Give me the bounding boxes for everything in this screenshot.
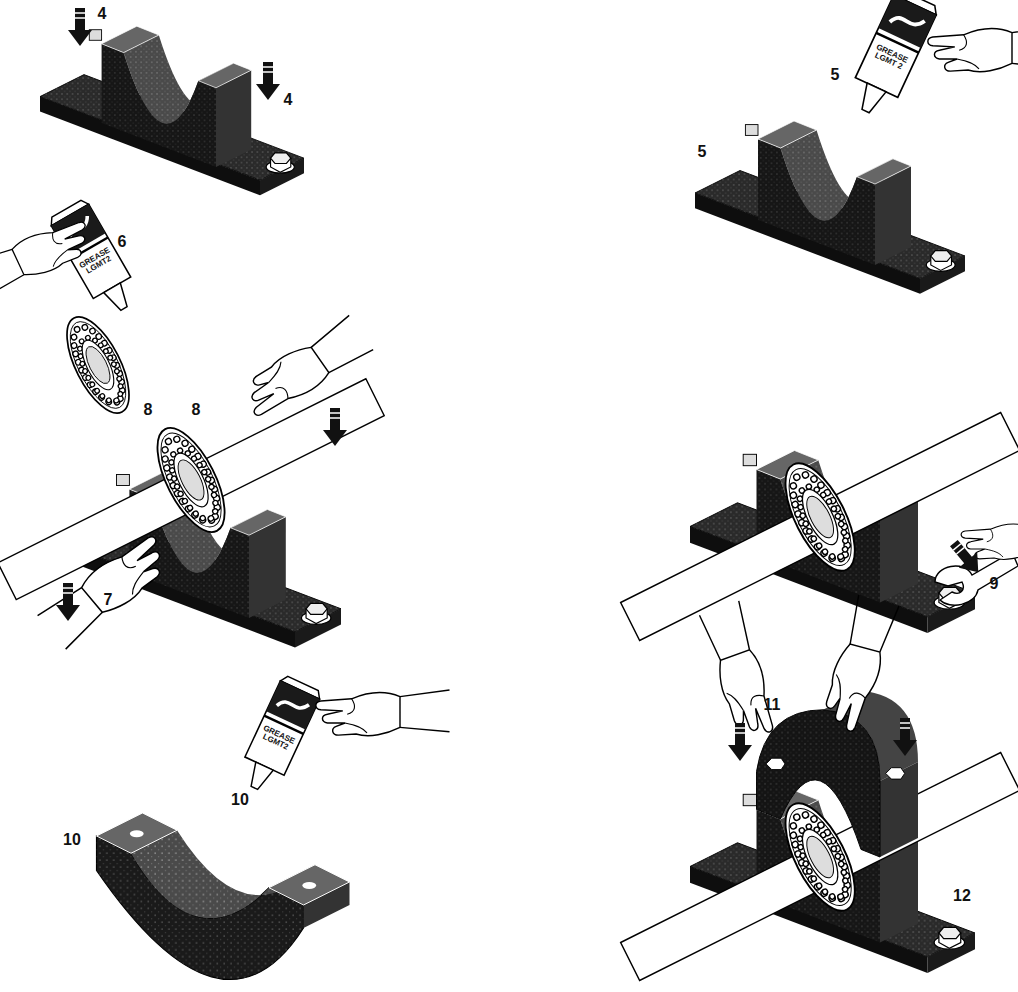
turn-arrow bbox=[945, 535, 988, 580]
housing-cap bbox=[97, 813, 350, 980]
callout-number: 9 bbox=[990, 575, 999, 593]
hand bbox=[316, 690, 450, 736]
callout-number: 8 bbox=[192, 401, 201, 419]
callout-number: 7 bbox=[104, 591, 113, 609]
push-arrow bbox=[893, 718, 917, 756]
callout-number: 10 bbox=[231, 791, 249, 809]
hand bbox=[0, 212, 96, 301]
callout-number: 10 bbox=[63, 831, 81, 849]
callout-number: 12 bbox=[953, 887, 971, 905]
shaft-in-housing bbox=[621, 413, 1018, 641]
callout-number: 11 bbox=[764, 696, 781, 714]
product-label: GREASE LGMT2 bbox=[258, 724, 296, 754]
product-label: GREASE LGMT 2 bbox=[871, 43, 909, 73]
product-label: GREASE LGMT2 bbox=[78, 246, 116, 278]
hand bbox=[820, 594, 899, 735]
push-arrow bbox=[728, 723, 752, 761]
cap-on-housing bbox=[621, 691, 1018, 981]
callout-number: 6 bbox=[118, 233, 127, 251]
push-arrow bbox=[256, 62, 280, 100]
housing-base bbox=[695, 121, 965, 294]
hand bbox=[961, 522, 1018, 559]
callout-number: 4 bbox=[98, 5, 107, 23]
grease-tube bbox=[844, 0, 939, 121]
callout-number: 5 bbox=[831, 66, 840, 84]
hand bbox=[928, 26, 1018, 72]
push-arrow bbox=[68, 8, 92, 46]
grease-tube bbox=[235, 674, 323, 797]
housing-base bbox=[40, 26, 304, 195]
shaft-into-housing bbox=[0, 379, 384, 648]
hand bbox=[38, 526, 176, 652]
callout-number: 4 bbox=[284, 91, 293, 109]
push-arrow bbox=[323, 408, 347, 446]
push-arrow bbox=[56, 583, 80, 621]
bearing-greasing bbox=[54, 308, 141, 422]
hand bbox=[696, 601, 785, 742]
hand bbox=[237, 312, 373, 426]
callout-number: 8 bbox=[144, 401, 153, 419]
callout-number: 5 bbox=[698, 143, 707, 161]
